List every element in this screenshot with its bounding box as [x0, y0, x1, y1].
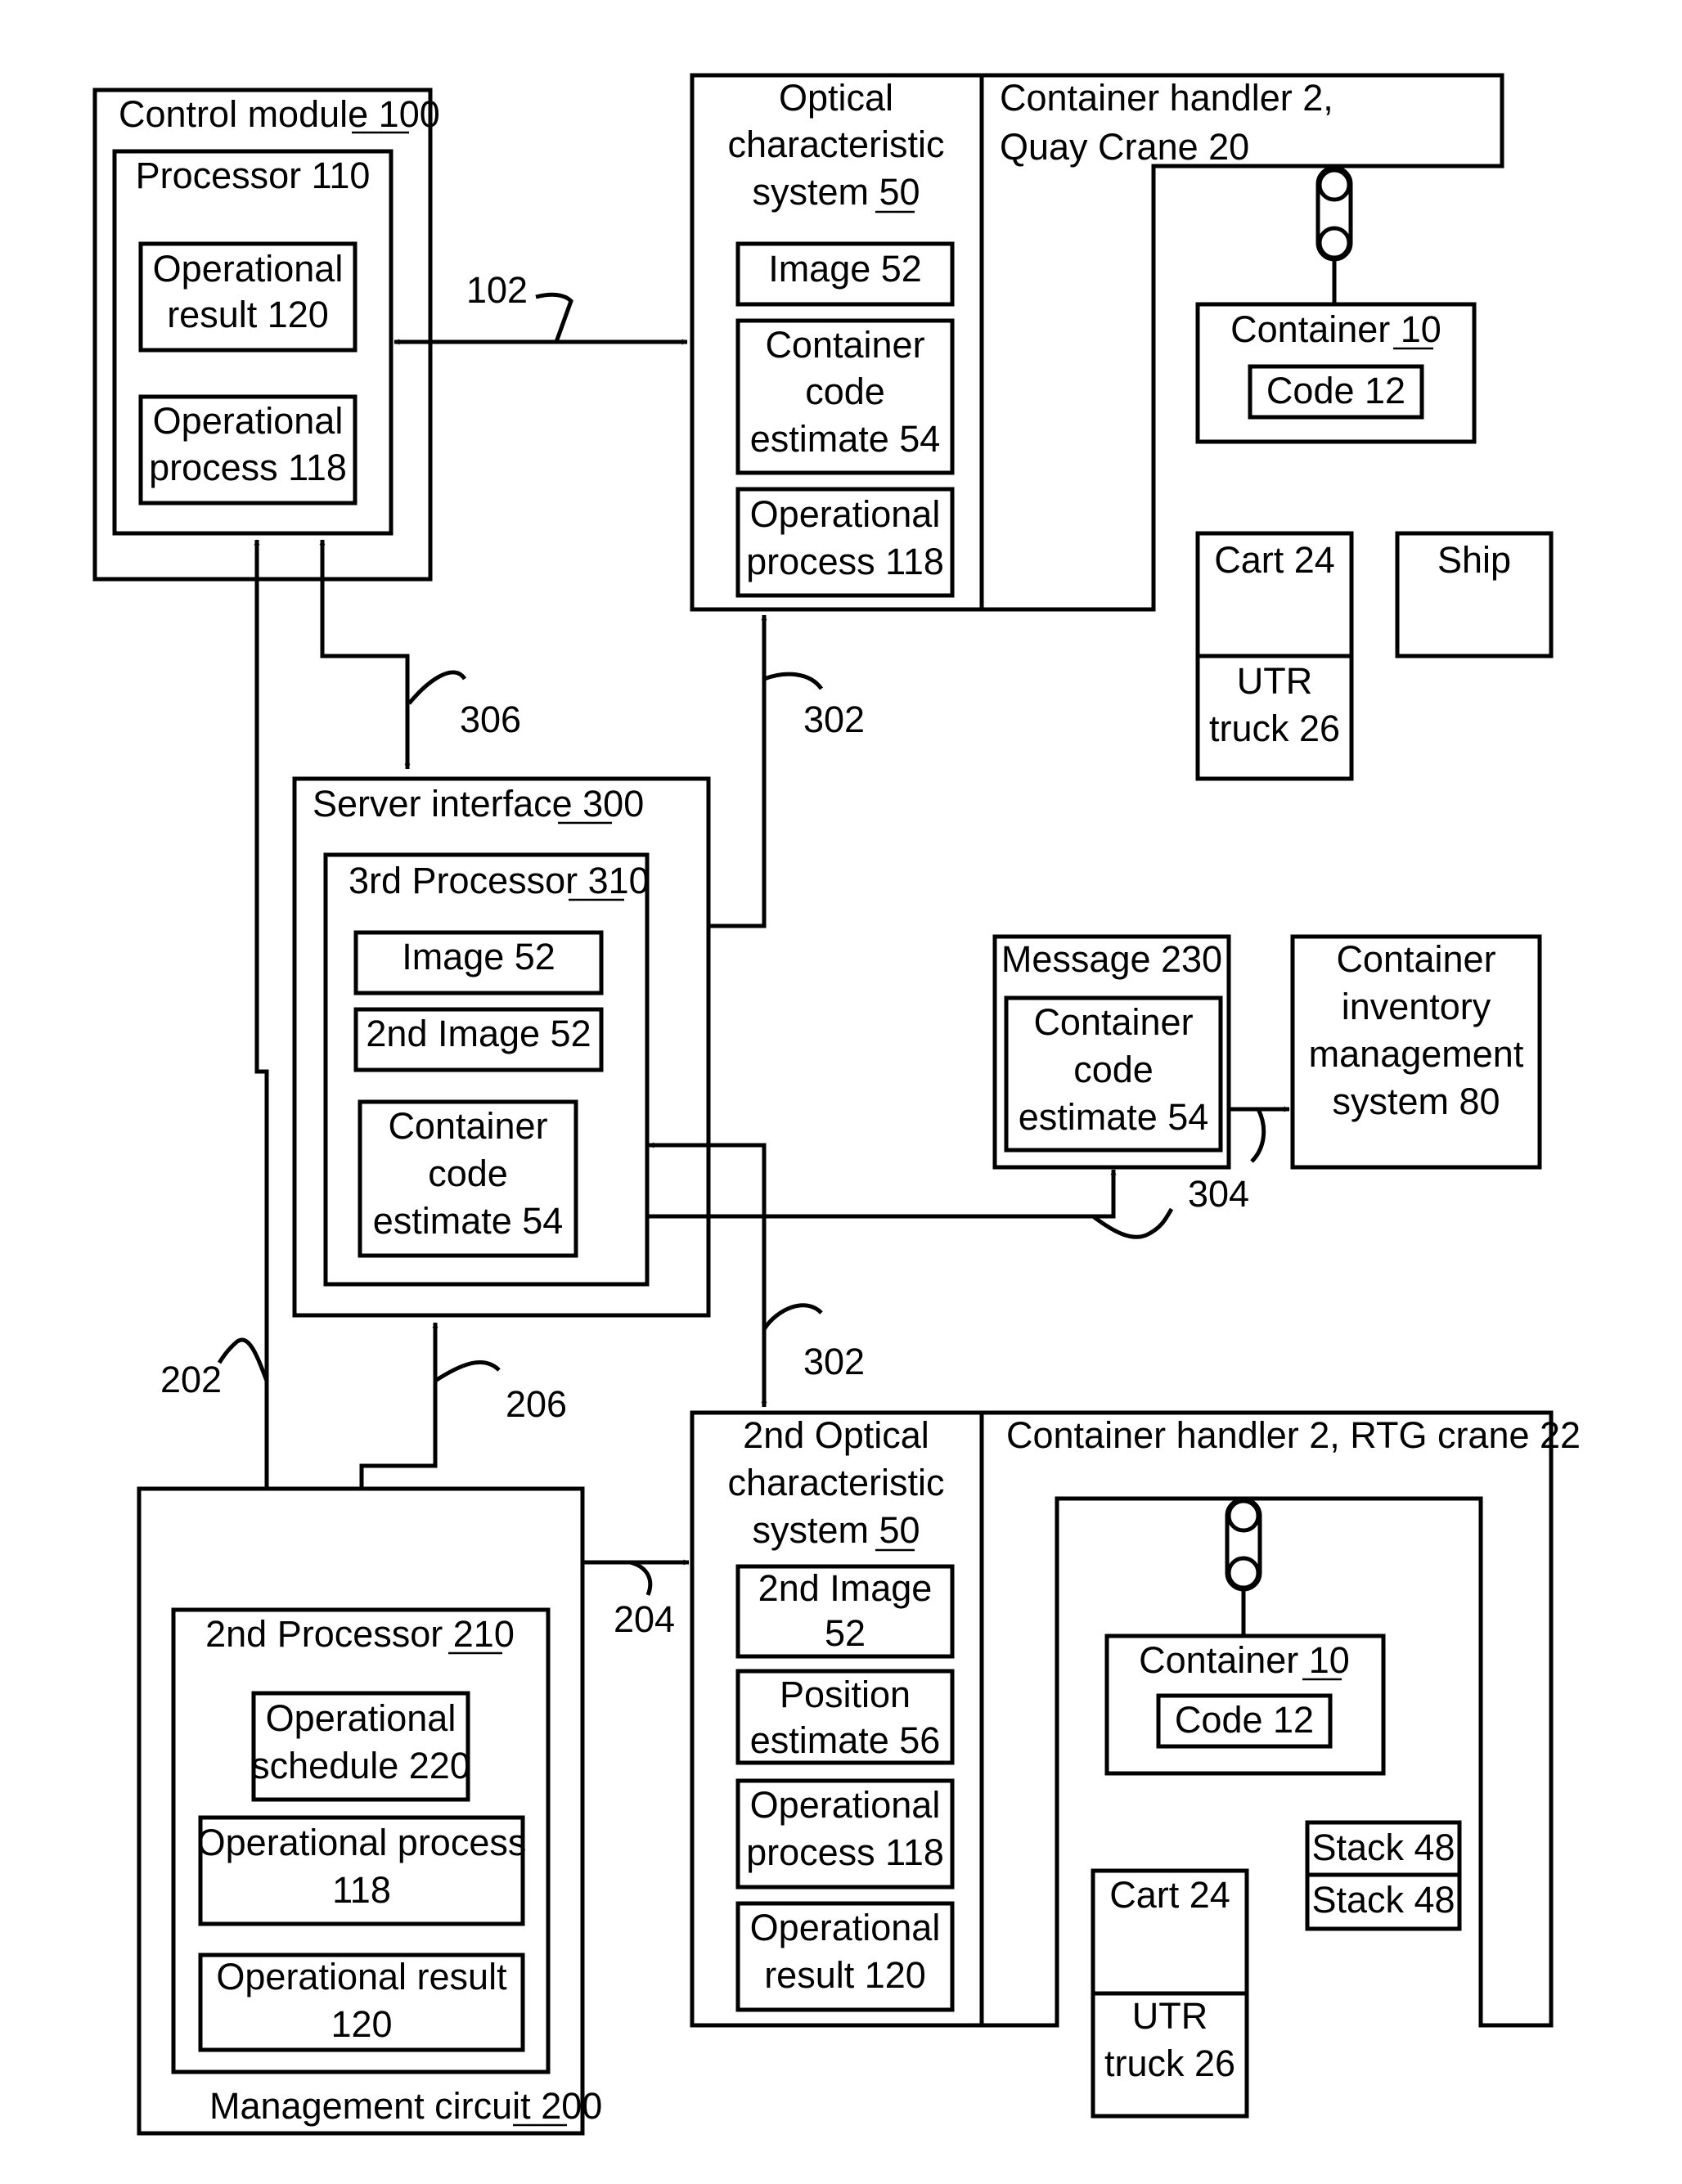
cce-1-line2: code: [805, 371, 885, 412]
stack-top-label: Stack 48: [1311, 1827, 1455, 1868]
utr-1-line2: truck 26: [1209, 708, 1340, 749]
image-52-server-label: Image 52: [402, 936, 555, 977]
image-52-label: Image 52: [768, 248, 922, 290]
cart-1-label: Cart 24: [1214, 539, 1335, 581]
third-processor-label: 3rd Processor 310: [349, 860, 650, 901]
stack-bottom-label: Stack 48: [1311, 1879, 1455, 1921]
cce-1-line3: estimate 54: [750, 418, 941, 460]
op-process-2-line1: Operational: [750, 493, 941, 535]
second-image-server-label: 2nd Image 52: [366, 1013, 591, 1054]
leader-304-message: [1093, 1209, 1172, 1237]
op-process-2-line2: process 118: [746, 541, 944, 582]
rtg-crane-label: Container handler 2, RTG crane 22: [1006, 1414, 1581, 1456]
control-module-num: 100: [379, 93, 440, 135]
label-302-bottom: 302: [803, 1341, 865, 1382]
utr-2-line1: UTR: [1132, 1995, 1208, 2037]
message-cce-line2: code: [1073, 1049, 1154, 1090]
operational-result-line1: Operational: [153, 248, 344, 290]
code-12-label-1: Code 12: [1266, 370, 1405, 411]
position-line1: Position: [780, 1674, 911, 1715]
hook-2-ring-top: [1229, 1501, 1258, 1530]
container-1-label: Container 10: [1230, 308, 1441, 350]
optical-2-line1: 2nd Optical: [743, 1414, 929, 1456]
leader-102: [536, 294, 571, 342]
op-process-3-line1: Operational process: [197, 1822, 527, 1863]
utr-1-line1: UTR: [1237, 660, 1312, 702]
op-result-3-line1: Operational: [750, 1907, 941, 1948]
optical-1-line2: characteristic: [727, 124, 944, 165]
inventory-line4: system 80: [1332, 1081, 1500, 1122]
leader-202: [219, 1340, 267, 1381]
link-304-message: [648, 1170, 1113, 1216]
second-image-rtg-line2: 52: [825, 1612, 866, 1654]
optical-2-line2: characteristic: [727, 1462, 944, 1503]
op-schedule-line1: Operational: [266, 1697, 456, 1739]
optical-2-line3: system 50: [752, 1509, 920, 1551]
message-cce-line1: Container: [1033, 1001, 1193, 1043]
op-process-4-line2: process 118: [746, 1831, 944, 1873]
op-schedule-line2: schedule 220: [251, 1745, 470, 1786]
optical-1-line3: system 50: [752, 171, 920, 213]
hook-1-ring-bottom: [1320, 228, 1349, 258]
label-306: 306: [460, 699, 521, 740]
ship-label: Ship: [1437, 539, 1511, 581]
operational-process-line1: Operational: [153, 400, 344, 442]
code-12-label-2: Code 12: [1175, 1699, 1314, 1741]
leader-302-bottom: [764, 1305, 821, 1329]
leader-206: [435, 1362, 499, 1381]
position-line2: estimate 56: [750, 1719, 941, 1761]
label-302-top: 302: [803, 699, 865, 740]
op-process-4-line1: Operational: [750, 1784, 941, 1826]
control-module-label: Control module 100: [119, 93, 440, 135]
op-result-3-line2: result 120: [764, 1954, 926, 1996]
hook-1-ring-top: [1320, 170, 1349, 200]
hook-2-ring-bottom: [1229, 1558, 1258, 1588]
second-image-rtg-line1: 2nd Image: [758, 1567, 933, 1609]
leader-204: [630, 1562, 650, 1595]
management-circuit-label: Management circuit 200: [209, 2085, 602, 2127]
link-202: [257, 540, 267, 1605]
operational-process-line2: process 118: [149, 447, 347, 488]
op-process-3-line2: 118: [332, 1869, 391, 1911]
quay-crane-line2: Quay Crane 20: [1000, 126, 1249, 168]
op-result-2-line2: 120: [331, 2003, 392, 2045]
cce-2-line1: Container: [388, 1105, 547, 1147]
cce-2-line2: code: [428, 1153, 508, 1194]
leader-304-inventory: [1252, 1109, 1264, 1162]
label-102: 102: [466, 269, 528, 311]
cce-1-line1: Container: [765, 324, 924, 366]
message-label: Message 230: [1001, 938, 1222, 980]
inventory-line3: management: [1309, 1033, 1524, 1075]
operational-result-line2: result 120: [167, 294, 329, 335]
label-304: 304: [1188, 1173, 1249, 1215]
utr-2-line2: truck 26: [1104, 2042, 1235, 2084]
container-2-label: Container 10: [1139, 1639, 1350, 1681]
inventory-line2: inventory: [1342, 986, 1491, 1027]
label-204: 204: [614, 1598, 675, 1640]
leader-306: [409, 672, 465, 703]
optical-1-line1: Optical: [779, 77, 893, 119]
message-cce-line3: estimate 54: [1019, 1096, 1209, 1138]
quay-crane-line1: Container handler 2,: [1000, 77, 1333, 119]
op-result-2-line1: Operational result: [216, 1956, 507, 1998]
label-202: 202: [160, 1359, 222, 1400]
processor-label: Processor 110: [136, 155, 371, 196]
cart-2-label: Cart 24: [1109, 1874, 1230, 1916]
server-interface-label: Server interface 300: [313, 783, 644, 825]
leader-302-top: [764, 674, 821, 689]
cce-2-line3: estimate 54: [373, 1200, 564, 1242]
second-processor-label: 2nd Processor 210: [205, 1613, 515, 1655]
inventory-line1: Container: [1336, 938, 1495, 980]
label-206: 206: [506, 1383, 567, 1425]
